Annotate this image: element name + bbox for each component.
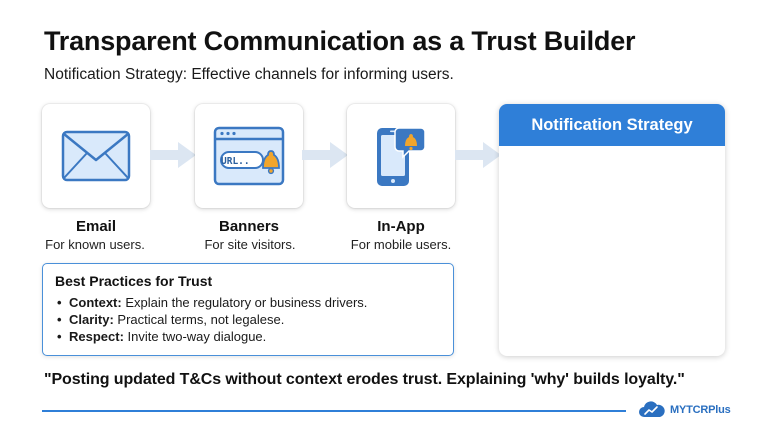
list-item: Context: Explain the regulatory or busin…: [55, 294, 441, 311]
flow-arrow-icon: [150, 142, 196, 168]
list-item: Clarity: Practical terms, not legalese.: [55, 311, 441, 328]
practice-text: Practical terms, not legalese.: [113, 312, 285, 327]
banners-channel-card: URL..: [195, 104, 303, 208]
practice-label: Clarity:: [69, 312, 114, 327]
phone-notification-icon: [377, 127, 426, 186]
strategy-panel-body: [499, 146, 725, 356]
slide-subtitle: Notification Strategy: Effective channel…: [44, 66, 454, 83]
slide-title: Transparent Communication as a Trust Bui…: [44, 26, 636, 56]
list-item: Respect: Invite two-way dialogue.: [55, 328, 441, 345]
inapp-channel-card: [347, 104, 455, 208]
footer-divider: [42, 410, 626, 412]
strategy-panel-header: Notification Strategy: [499, 104, 725, 146]
inapp-channel-desc: For mobile users.: [350, 237, 452, 252]
best-practices-list: Context: Explain the regulatory or busin…: [55, 294, 441, 345]
best-practices-box: Best Practices for Trust Context: Explai…: [42, 263, 454, 356]
best-practices-title: Best Practices for Trust: [55, 273, 213, 289]
envelope-icon: [61, 130, 131, 182]
cloud-chart-icon: [639, 401, 665, 417]
practice-label: Respect:: [69, 329, 124, 344]
email-channel-desc: For known users.: [45, 237, 145, 252]
flow-arrow-icon: [302, 142, 348, 168]
browser-bell-icon: [213, 126, 285, 186]
key-quote: "Posting updated T&Cs without context er…: [44, 371, 685, 388]
practice-text: Invite two-way dialogue.: [123, 329, 267, 344]
url-placeholder-text: URL..: [221, 156, 250, 167]
practice-label: Context:: [69, 295, 122, 310]
banners-channel-name: Banners: [218, 218, 280, 235]
email-channel-card: [42, 104, 150, 208]
email-channel-name: Email: [75, 218, 117, 235]
brand-logo: MYTCRPlus: [638, 401, 731, 419]
flow-arrow-icon: [455, 142, 501, 168]
brand-name: MYTCRPlus: [670, 404, 731, 416]
notification-strategy-panel: Notification Strategy: [499, 104, 725, 356]
inapp-channel-name: In-App: [377, 218, 425, 235]
banners-channel-desc: For site visitors.: [204, 237, 296, 252]
practice-text: Explain the regulatory or business drive…: [121, 295, 368, 310]
